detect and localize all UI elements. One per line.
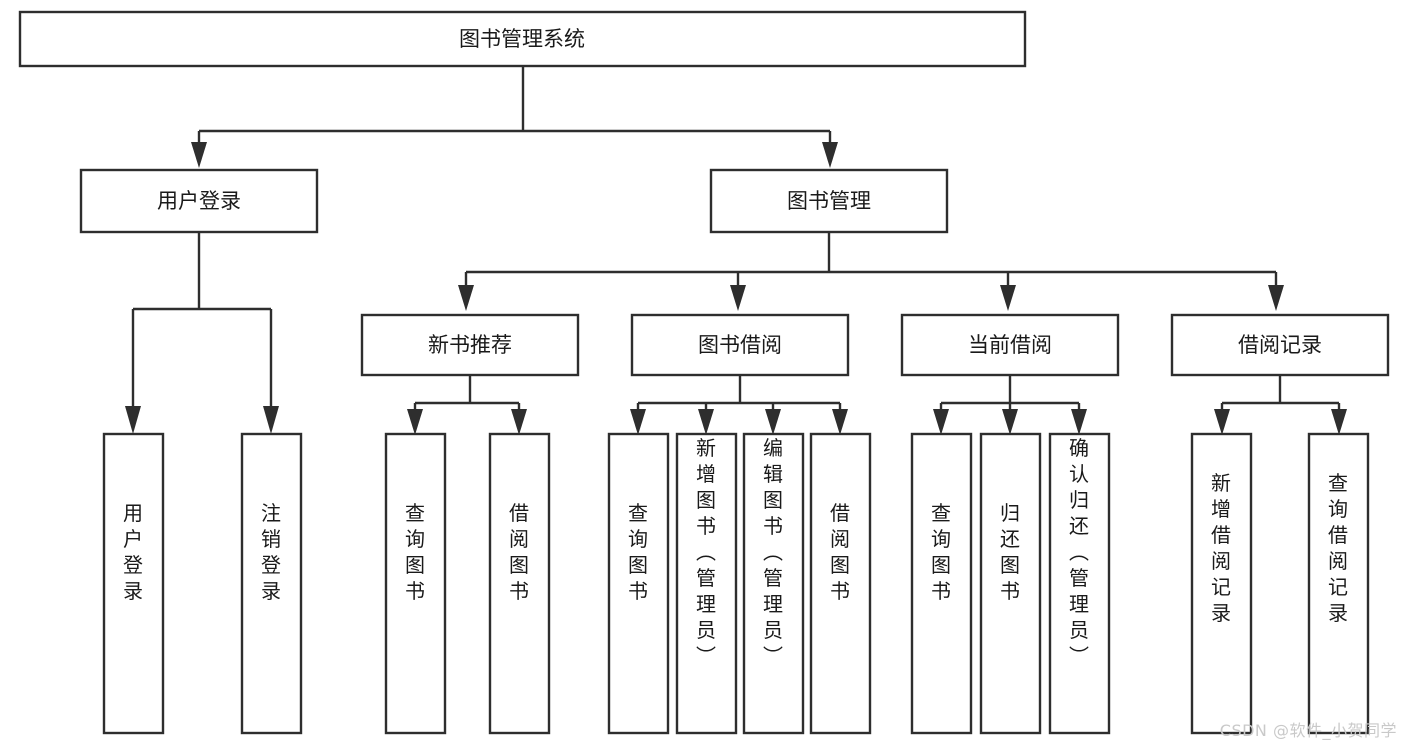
node-book-borrow[interactable]: 图书借阅 <box>630 313 850 377</box>
leaf-label-vertical: 查询图书 <box>628 501 648 603</box>
leaf-user-login-logout[interactable]: 注销登录 <box>240 432 303 735</box>
arrowhead-book-borrow <box>730 285 746 311</box>
connector-borrow-record-to-leaves <box>1214 375 1347 435</box>
connector-new-book-recommend-to-leaves <box>407 375 527 435</box>
connector-book-borrow-to-leaves <box>630 375 848 435</box>
leaf-current-borrow-return[interactable]: 归还图书 <box>979 432 1042 735</box>
leaf-label-vertical: 借阅图书 <box>830 501 850 603</box>
node-book-management[interactable]: 图书管理 <box>709 168 949 234</box>
arrowhead-br-leaf-1 <box>1214 409 1230 435</box>
leaf-label-vertical: 新增借阅记录 <box>1211 471 1231 625</box>
leaf-box <box>384 432 447 735</box>
arrowhead-br-leaf-2 <box>1331 409 1347 435</box>
leaf-label-vertical: 新增图书︵管理员︶ <box>696 436 716 668</box>
leaf-user-login-login[interactable]: 用户登录 <box>102 432 165 735</box>
arrowhead-leaf-user-login <box>125 406 141 434</box>
leaf-label-vertical: 编辑图书︵管理员︶ <box>763 436 783 668</box>
leaf-book-borrow-add[interactable]: 新增图书︵管理员︶ <box>675 432 738 735</box>
leaf-label-vertical: 注销登录 <box>261 501 281 603</box>
leaf-label-vertical: 归还图书 <box>1000 501 1020 603</box>
arrowhead-book-mgmt <box>822 142 838 168</box>
leaf-box <box>1048 432 1111 735</box>
node-user-login[interactable]: 用户登录 <box>79 168 319 234</box>
arrowhead-bb-leaf-3 <box>765 409 781 435</box>
book-borrow-box <box>630 313 850 377</box>
leaf-new-book-recommend-borrow[interactable]: 借阅图书 <box>488 432 551 735</box>
arrowhead-new-book-recommend <box>458 285 474 311</box>
arrowhead-cb-leaf-3 <box>1071 409 1087 435</box>
leaf-label-vertical: 用户登录 <box>123 501 143 603</box>
connector-current-borrow-to-leaves <box>933 375 1087 435</box>
new-book-recommend-label: 新书推荐 <box>428 333 512 357</box>
arrowhead-cb-leaf-2 <box>1002 409 1018 435</box>
book-management-box <box>709 168 949 234</box>
node-borrow-record[interactable]: 借阅记录 <box>1170 313 1390 377</box>
borrow-record-box <box>1170 313 1390 377</box>
arrowhead-bb-leaf-4 <box>832 409 848 435</box>
leaf-label-vertical: 查询借阅记录 <box>1328 471 1348 625</box>
arrowhead-bb-leaf-2 <box>698 409 714 435</box>
connector-book-mgmt-to-level3 <box>458 232 1284 311</box>
root-box <box>18 10 1027 68</box>
leaf-borrow-record-query[interactable]: 查询借阅记录 <box>1307 432 1370 735</box>
current-borrow-box <box>900 313 1120 377</box>
leaf-box <box>1307 432 1370 735</box>
leaf-box <box>488 432 551 735</box>
leaf-new-book-recommend-query[interactable]: 查询图书 <box>384 432 447 735</box>
arrowhead-leaf-logout <box>263 406 279 434</box>
leaf-box <box>675 432 738 735</box>
leaf-label-vertical: 查询图书 <box>931 501 951 603</box>
connector-user-login-to-leaves <box>125 232 279 434</box>
arrowhead-nbr-leaf-1 <box>407 409 423 435</box>
leaf-book-borrow-query[interactable]: 查询图书 <box>607 432 670 735</box>
node-current-borrow[interactable]: 当前借阅 <box>900 313 1120 377</box>
arrowhead-user-login <box>191 142 207 168</box>
leaf-current-borrow-confirm-return[interactable]: 确认归还︵管理员︶ <box>1048 432 1111 735</box>
leaf-box <box>240 432 303 735</box>
arrowhead-nbr-leaf-2 <box>511 409 527 435</box>
leaf-label-vertical: 借阅图书 <box>509 501 529 603</box>
leaf-label-vertical: 查询图书 <box>405 501 425 603</box>
leaf-book-borrow-borrow[interactable]: 借阅图书 <box>809 432 872 735</box>
book-management-label: 图书管理 <box>787 189 871 213</box>
arrowhead-bb-leaf-1 <box>630 409 646 435</box>
leaf-box <box>1190 432 1253 735</box>
book-borrow-label: 图书借阅 <box>698 333 782 357</box>
node-root-system[interactable]: 图书管理系统 <box>18 10 1027 68</box>
leaf-box <box>742 432 805 735</box>
leaf-current-borrow-query[interactable]: 查询图书 <box>910 432 973 735</box>
borrow-record-label: 借阅记录 <box>1238 333 1322 357</box>
arrowhead-current-borrow <box>1000 285 1016 311</box>
arrowhead-cb-leaf-1 <box>933 409 949 435</box>
leaf-book-borrow-edit[interactable]: 编辑图书︵管理员︶ <box>742 432 805 735</box>
node-new-book-recommend[interactable]: 新书推荐 <box>360 313 580 377</box>
root-label: 图书管理系统 <box>459 27 585 51</box>
new-book-recommend-box <box>360 313 580 377</box>
leaf-label-vertical: 确认归还︵管理员︶ <box>1069 436 1089 668</box>
leaf-box <box>910 432 973 735</box>
leaf-box <box>607 432 670 735</box>
leaf-box <box>102 432 165 735</box>
user-login-label: 用户登录 <box>157 189 241 213</box>
connector-root-to-level2 <box>191 66 838 168</box>
current-borrow-label: 当前借阅 <box>968 333 1052 357</box>
leaf-box <box>809 432 872 735</box>
arrowhead-borrow-record <box>1268 285 1284 311</box>
leaf-borrow-record-add[interactable]: 新增借阅记录 <box>1190 432 1253 735</box>
leaf-box <box>979 432 1042 735</box>
